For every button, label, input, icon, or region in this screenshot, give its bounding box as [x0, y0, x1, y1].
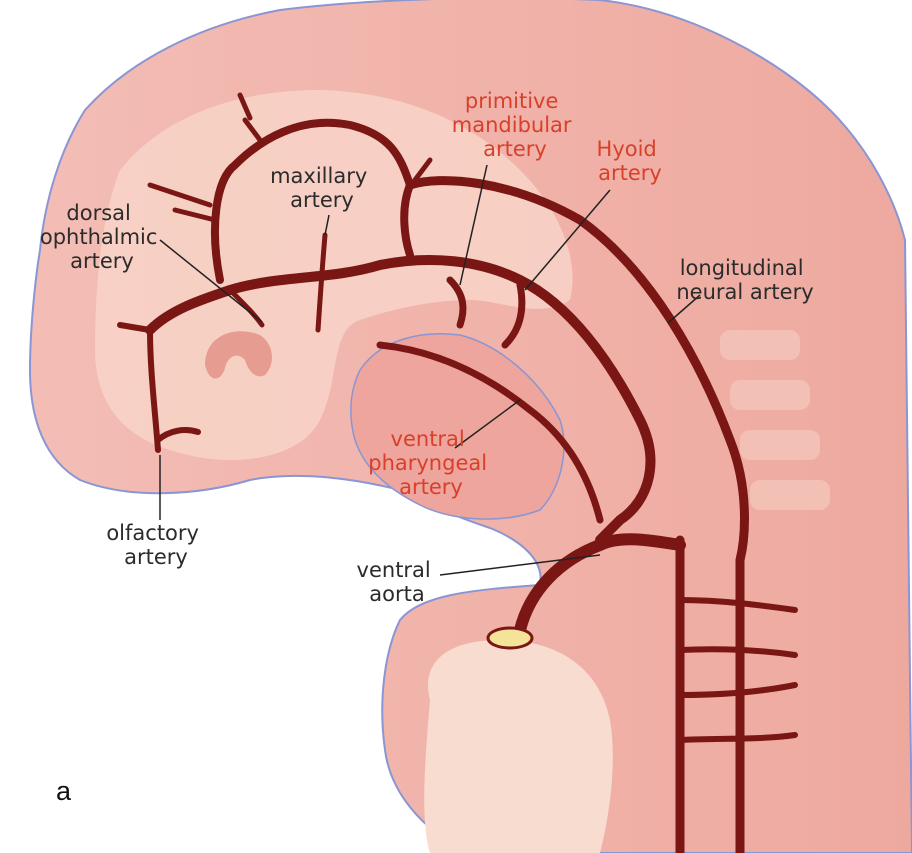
label-olfactory-artery: olfactory artery — [106, 521, 205, 569]
label-hyoid-artery: Hyoid artery — [597, 137, 664, 185]
label-longitudinal-neural: longitudinal neural artery — [676, 256, 813, 304]
panel-letter: a — [56, 776, 72, 806]
heart-cut-opening — [488, 628, 532, 648]
label-ventral-aorta: ventral aorta — [357, 558, 438, 606]
heart-region — [424, 640, 613, 853]
